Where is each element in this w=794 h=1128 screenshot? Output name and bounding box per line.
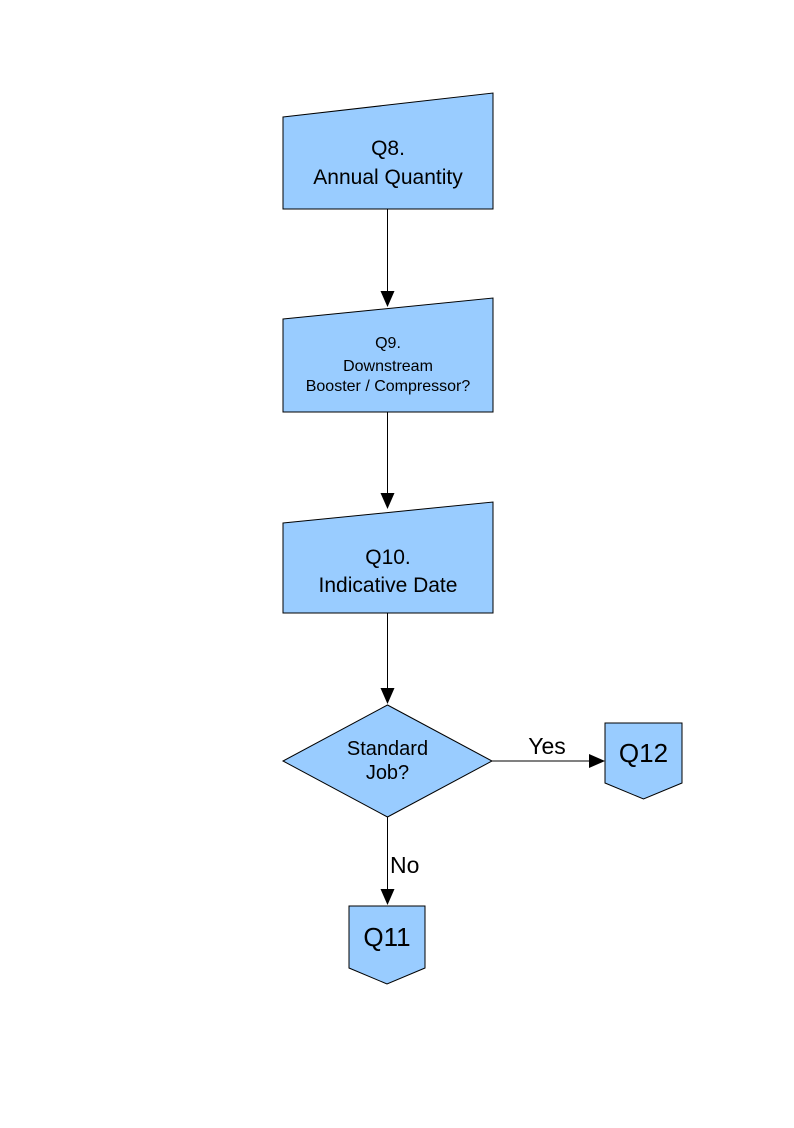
- q10-label-line1: Q10.: [365, 546, 411, 569]
- no-edge-label: No: [390, 852, 419, 878]
- node-q11: Q11: [348, 905, 426, 985]
- arrowhead-q10-decision: [380, 688, 395, 704]
- node-q12: Q12: [604, 722, 683, 800]
- q12-shape: [604, 722, 683, 800]
- q9-label-line3: Booster / Compressor?: [306, 378, 471, 395]
- q11-label: Q11: [363, 922, 410, 952]
- node-decision-standard-job: Standard Job?: [281, 704, 494, 818]
- q11-shape: [348, 905, 426, 985]
- connector-decision-q12-yes: Yes: [492, 733, 605, 768]
- q9-label-line2: Downstream: [343, 358, 433, 375]
- connector-q8-q9: [380, 209, 395, 307]
- decision-label-line1: Standard: [347, 738, 428, 760]
- yes-edge-label: Yes: [528, 733, 566, 759]
- arrowhead-q8-q9: [380, 291, 395, 307]
- q8-label-line1: Q8.: [371, 137, 405, 160]
- q10-shape: [282, 501, 494, 614]
- q10-label-line2: Indicative Date: [319, 574, 458, 597]
- arrowhead-yes: [589, 754, 605, 768]
- q12-label: Q12: [619, 738, 668, 768]
- q9-label-line1: Q9.: [375, 335, 401, 352]
- connector-q9-q10: [380, 412, 395, 509]
- q8-label-line2: Annual Quantity: [313, 166, 463, 189]
- decision-label-line2: Job?: [366, 762, 409, 784]
- decision-shape: [281, 704, 494, 818]
- connector-decision-q11-no: No: [380, 817, 419, 905]
- node-q10: Q10. Indicative Date: [282, 501, 494, 614]
- arrowhead-no: [380, 889, 395, 905]
- connector-q10-decision: [380, 613, 395, 704]
- arrowhead-q9-q10: [380, 493, 395, 509]
- q8-shape: [282, 92, 494, 210]
- q9-shape: [282, 297, 494, 413]
- node-q8: Q8. Annual Quantity: [282, 92, 494, 210]
- node-q9: Q9. Downstream Booster / Compressor?: [282, 297, 494, 413]
